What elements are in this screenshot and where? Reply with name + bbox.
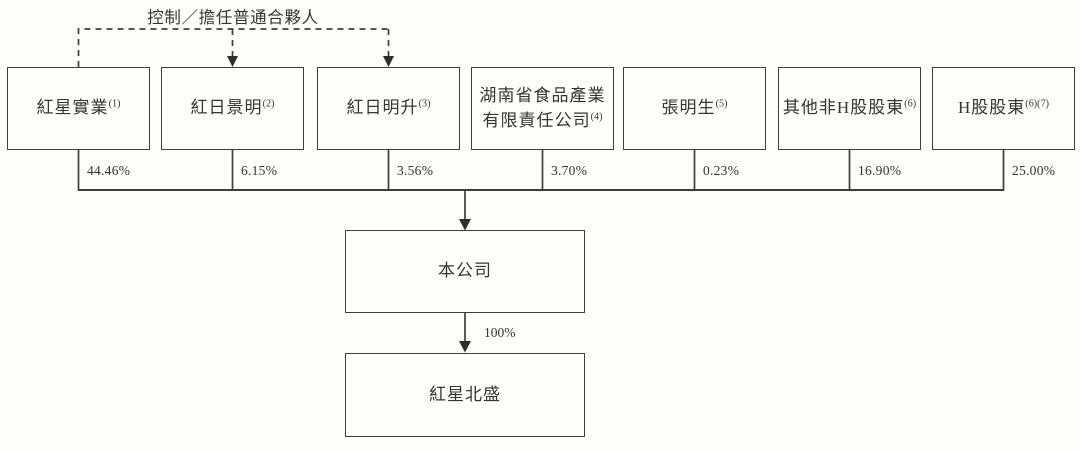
ownership-percent-label: 16.90% (858, 163, 902, 178)
company-box: 本公司 (345, 230, 585, 313)
company-name: 本公司 (437, 261, 493, 281)
subsidiary-box: 紅星北盛 (345, 353, 585, 437)
footnote-marker: (2) (262, 98, 275, 110)
shareholder-name: 張明生(5) (661, 98, 728, 118)
shareholder-box-hongxing-shiye: 紅星實業(1) (7, 67, 150, 150)
subsidiary-name: 紅星北盛 (428, 384, 502, 404)
control-dashed-line (77, 28, 389, 67)
control-relationship-label: 控制／擔任普通合夥人 (147, 8, 319, 27)
arrowhead-icon (459, 341, 471, 353)
shareholder-name: 紅星實業(1) (36, 98, 121, 118)
shareholder-name: 紅日明升(3) (346, 98, 431, 118)
subsidiary-percent-label: 100% (484, 325, 516, 340)
arrowhead-icon (459, 219, 471, 231)
shareholder-name: 其他非H股股東(6) (782, 98, 917, 118)
shareholder-box-hongri-jingming: 紅日景明(2) (161, 67, 304, 150)
shareholder-name: H股股東(6)(7) (957, 98, 1050, 118)
shareholder-box-zhang-mingsheng: 張明生(5) (623, 67, 766, 150)
shareholder-box-hongri-mingsheng: 紅日明升(3) (317, 67, 460, 150)
ownership-percent-label: 0.23% (703, 163, 740, 178)
shareholder-box-other-non-h-shareholders: 其他非H股股東(6) (778, 67, 921, 150)
shareholder-name: 紅日景明(2) (190, 98, 275, 118)
ownership-percent-label: 6.15% (241, 163, 278, 178)
shareholder-box-hunan-food-industry: 湖南省食品產業有限責任公司(4) (471, 67, 614, 150)
ownership-percent-label: 3.56% (397, 163, 434, 178)
ownership-percent-label: 25.00% (1012, 163, 1056, 178)
footnote-marker: (5) (715, 98, 728, 110)
shareholder-name: 湖南省食品產業有限責任公司(4) (479, 85, 606, 130)
ownership-percent-label: 44.46% (87, 163, 131, 178)
footnote-marker: (6) (904, 98, 917, 110)
footnote-marker: (4) (590, 110, 603, 122)
footnote-marker: (6)(7) (1025, 98, 1050, 110)
arrowhead-icon (227, 56, 238, 67)
ownership-percent-label: 3.70% (551, 163, 588, 178)
arrowhead-icon (383, 56, 394, 67)
shareholder-box-h-shareholders: H股股東(6)(7) (932, 67, 1075, 150)
footnote-marker: (3) (418, 98, 431, 110)
footnote-marker: (1) (108, 98, 121, 110)
